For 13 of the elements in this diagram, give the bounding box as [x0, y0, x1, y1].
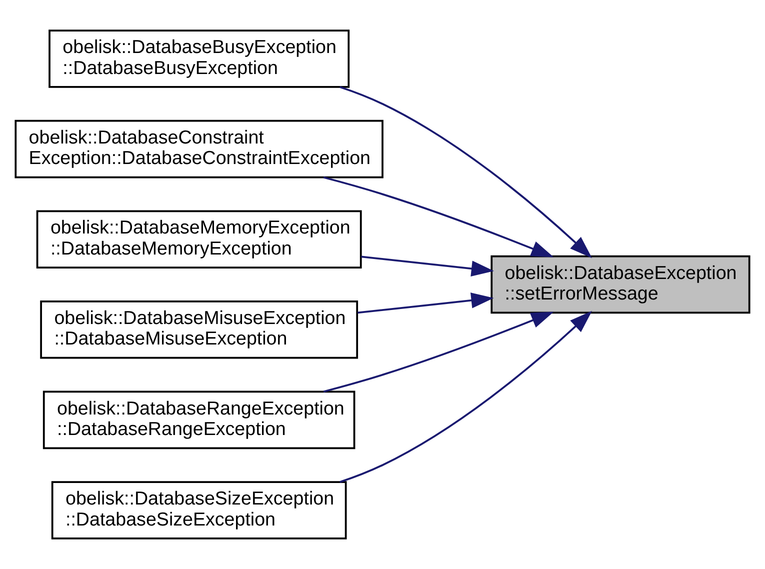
arrow	[340, 86, 592, 258]
node-box: obelisk::DatabaseConstraint Exception::DatabaseConstraintException	[14, 120, 384, 178]
arrow	[361, 256, 494, 276]
node-box: obelisk::DatabaseRangeException ::DatabaseRangeException	[42, 390, 356, 450]
node-box: obelisk::DatabaseBusyException ::DatabaseBusyException	[48, 30, 350, 88]
arrow	[358, 292, 494, 314]
node-box: obelisk::DatabaseMisuseException ::DatabaseMisuseException	[40, 300, 358, 359]
arrow	[323, 176, 554, 258]
arrow	[340, 310, 592, 483]
node-box: obelisk::DatabaseMemoryException ::DatabaseMemoryException	[36, 210, 362, 268]
arrow	[323, 312, 554, 392]
node-box: obelisk::DatabaseException ::setErrorMessage	[490, 255, 750, 314]
node-box: obelisk::DatabaseSizeException ::DatabaseSizeException	[51, 481, 347, 540]
